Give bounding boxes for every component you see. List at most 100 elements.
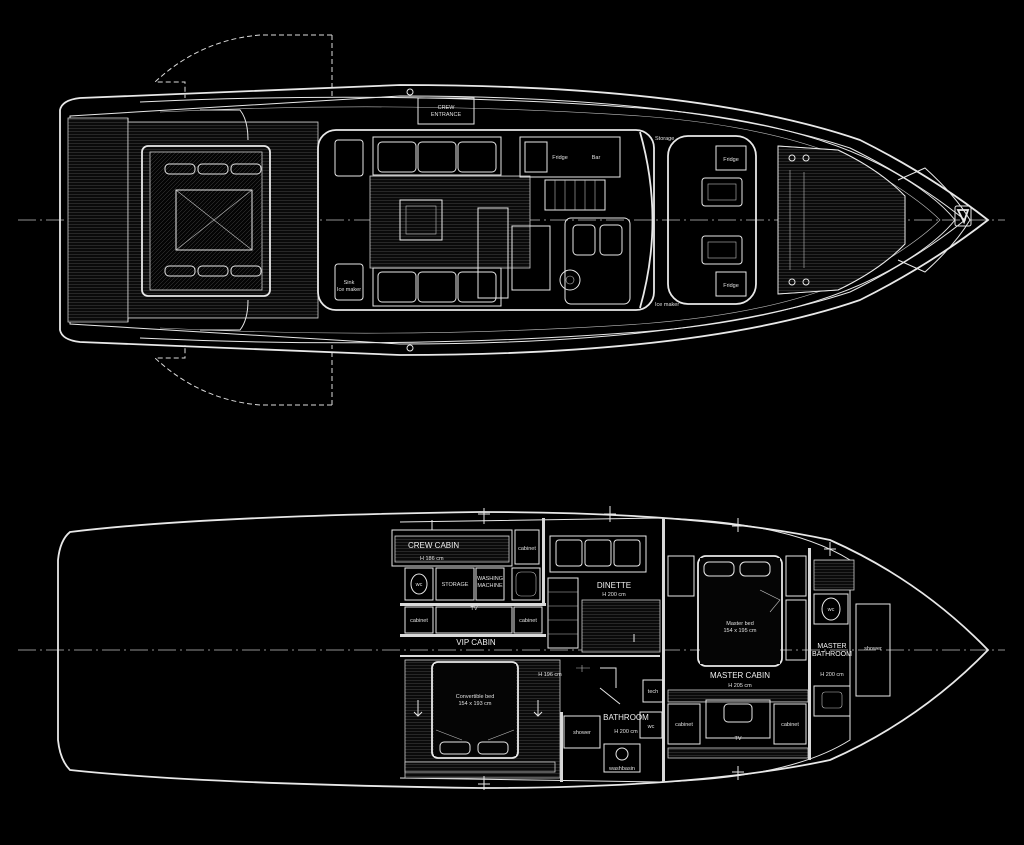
washbasin-bowl bbox=[615, 747, 629, 761]
bathroom-label: BATHROOM bbox=[603, 713, 649, 722]
vip-tv-unit bbox=[435, 606, 513, 634]
swim-platform bbox=[67, 117, 129, 323]
helm-seat-captain bbox=[572, 224, 596, 256]
helm-seat bbox=[511, 225, 551, 291]
master-cabin-label: MASTER CABIN bbox=[710, 671, 770, 680]
dinette-markers bbox=[604, 506, 635, 642]
crew-cabin bbox=[391, 529, 513, 567]
bow-sunpad-outline bbox=[777, 145, 906, 295]
master-bed-label-2: 154 x 195 cm bbox=[723, 628, 756, 634]
dinette-cushions bbox=[555, 539, 641, 567]
tv-vip-label: TV bbox=[470, 606, 477, 612]
tech-label: tech bbox=[648, 689, 658, 695]
aft-table-cross bbox=[175, 189, 253, 251]
cabinet-master-left-label: cabinet bbox=[675, 722, 693, 728]
master-bed-label-1: Master bed bbox=[726, 621, 754, 627]
storage-label: Storage bbox=[655, 136, 674, 142]
salon-table bbox=[399, 199, 443, 241]
master-bed bbox=[697, 555, 783, 667]
master-markers bbox=[478, 518, 744, 790]
aft-sofa-cushion bbox=[149, 151, 263, 291]
vip-cabin-label: VIP CABIN bbox=[456, 638, 496, 647]
crew-toilet bbox=[410, 573, 428, 595]
crew-cabinet bbox=[514, 529, 540, 565]
convertible-bed-label-1: Convertible bed bbox=[456, 694, 495, 700]
master-washbasin-bowl bbox=[821, 691, 843, 709]
side-cleats-upper bbox=[406, 88, 414, 352]
salon-console bbox=[477, 207, 509, 299]
salon-sofa-port-cushions bbox=[377, 141, 497, 173]
bow-anchor-box bbox=[954, 205, 972, 227]
upper-hull-rail bbox=[159, 106, 941, 334]
master-height-label: H 205 cm bbox=[728, 683, 752, 689]
crew-wc bbox=[404, 567, 434, 601]
master-cabinet-right bbox=[773, 703, 807, 745]
windshield bbox=[639, 131, 654, 309]
crew-cabin-floor bbox=[394, 535, 510, 563]
salon-enclosure bbox=[317, 129, 655, 311]
crew-cabin-label: CREW CABIN bbox=[408, 541, 459, 550]
master-bed-pillows bbox=[703, 561, 781, 613]
washing-machine-label-1: WASHING bbox=[477, 576, 503, 582]
vip-shower bbox=[563, 715, 601, 749]
fwd-fridge-lower bbox=[715, 271, 747, 297]
washbasin-label: washbasin bbox=[608, 766, 635, 772]
wc-master-label: wc bbox=[827, 607, 835, 613]
bow-cleats bbox=[788, 154, 810, 286]
convertible-bed bbox=[431, 661, 519, 759]
bow-slats bbox=[789, 170, 805, 270]
sink-label: Sink bbox=[344, 280, 355, 286]
bathroom-wc bbox=[639, 711, 663, 739]
wc-bathroom-label: wc bbox=[647, 724, 655, 730]
crew-storage bbox=[435, 567, 475, 601]
lower-floor-strips bbox=[404, 747, 809, 773]
master-bathroom-height-label: H 200 cm bbox=[820, 672, 844, 678]
galley-fridge bbox=[524, 141, 548, 173]
cabinet-vip-right-label: cabinet bbox=[519, 618, 537, 624]
companionway-stairs bbox=[544, 179, 606, 211]
bar-label: Bar bbox=[592, 155, 601, 161]
ice-maker-aft bbox=[334, 139, 364, 177]
vip-cabinet-right bbox=[513, 606, 543, 634]
upper-hull-outline bbox=[59, 84, 990, 356]
vip-cabinet-left bbox=[404, 606, 434, 634]
shower-master-label: shower bbox=[864, 646, 882, 652]
salon-floor bbox=[369, 175, 531, 269]
salon-table-inner bbox=[405, 205, 437, 235]
aft-sofa bbox=[141, 145, 271, 297]
ice-maker-aft-label: Ice maker bbox=[337, 287, 361, 293]
master-bathroom-label-1: MASTER bbox=[817, 643, 846, 650]
aft-steps bbox=[200, 109, 249, 331]
master-vanity-stool bbox=[723, 703, 753, 723]
fridge-galley-label: Fridge bbox=[552, 155, 568, 161]
cabinet-crew-label: cabinet bbox=[518, 546, 536, 552]
salon-sofa-port bbox=[372, 136, 502, 176]
fridge-bow-upper-label: Fridge bbox=[723, 157, 739, 163]
dinette-sofa bbox=[549, 535, 647, 573]
lower-walls bbox=[400, 518, 811, 782]
lower-interior-boundary bbox=[399, 517, 851, 783]
master-wc bbox=[813, 593, 849, 625]
master-shower bbox=[855, 603, 891, 697]
washing-machine bbox=[475, 567, 505, 601]
crew-entrance-label-1: CREW bbox=[438, 105, 456, 111]
foredeck-seats bbox=[701, 177, 743, 265]
lower-deck-plan: CREW CABIN H 186 cm cabinet wc STORAGE W… bbox=[18, 506, 1005, 790]
vip-height-label: H 196 cm bbox=[538, 672, 562, 678]
galley-counter bbox=[519, 136, 621, 178]
crew-entrance-label-2: ENTRANCE bbox=[431, 112, 462, 118]
master-cabinet-left bbox=[667, 703, 701, 745]
master-vanity bbox=[705, 699, 771, 739]
dinette-label: DINETTE bbox=[597, 581, 631, 590]
cabinet-vip-left-label: cabinet bbox=[410, 618, 428, 624]
dinette-height-label: H 200 cm bbox=[602, 592, 626, 598]
crew-cabin-markers bbox=[431, 508, 490, 530]
vip-bed-pillows bbox=[435, 729, 515, 755]
steering-hub bbox=[565, 275, 575, 285]
crew-entrance-hatch bbox=[417, 97, 475, 125]
salon-sofa-starboard-cushions bbox=[377, 271, 497, 303]
bow-tip bbox=[897, 167, 971, 273]
foredeck-lounge bbox=[667, 135, 757, 305]
storage-lower-label: STORAGE bbox=[442, 582, 469, 588]
